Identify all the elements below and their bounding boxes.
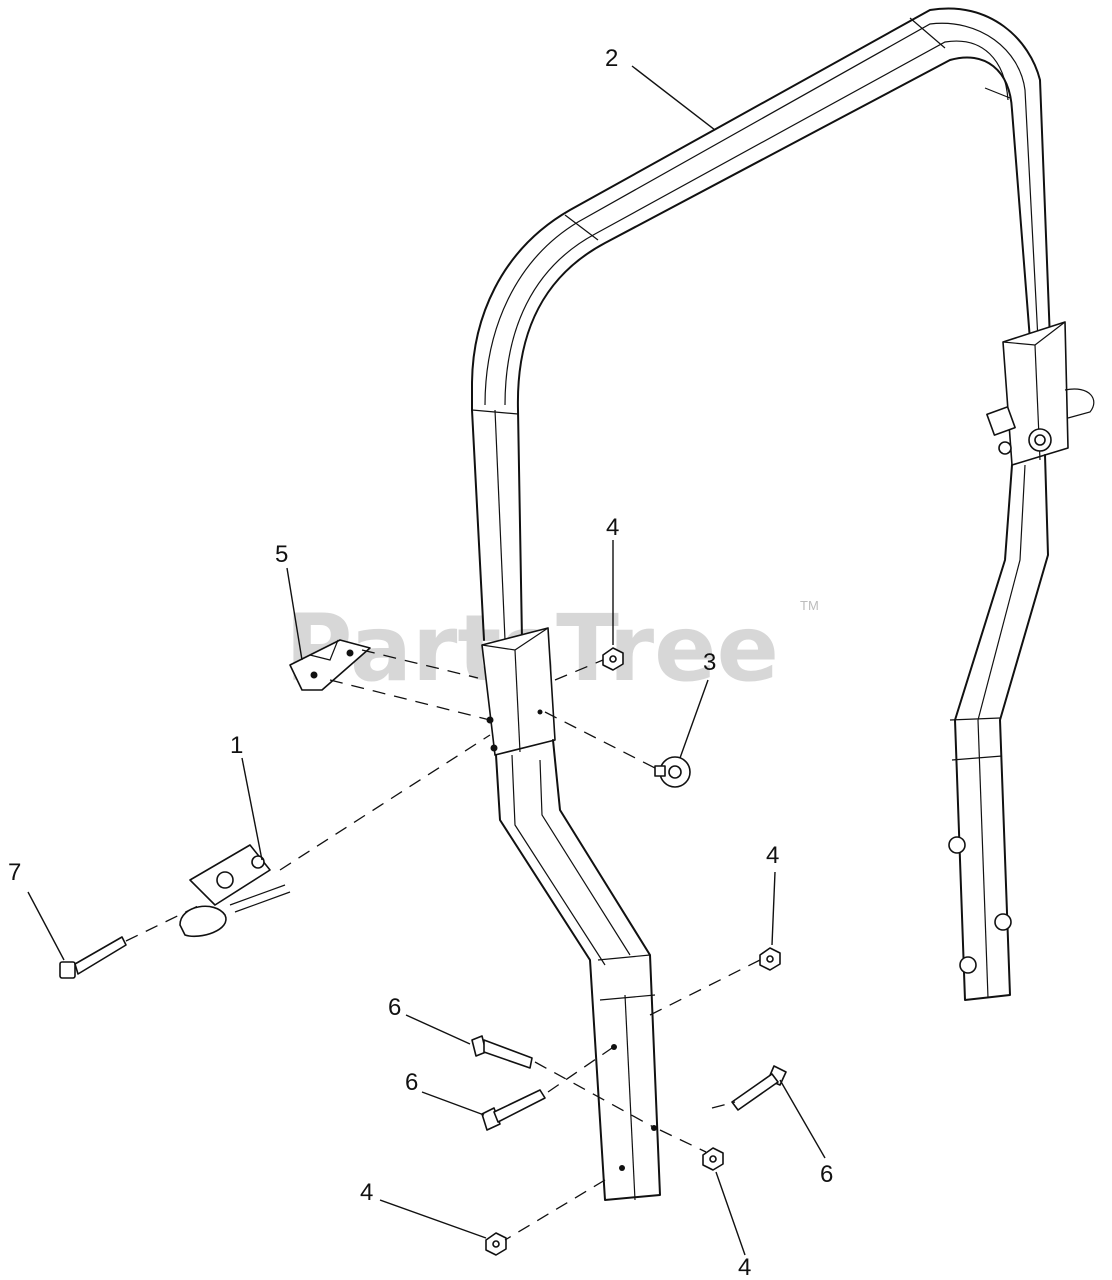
callout-part-4-right: 4 <box>766 842 779 869</box>
assembly-lines <box>125 649 761 1241</box>
bolts-part-6 <box>471 1035 787 1131</box>
knob-part-3 <box>654 756 691 788</box>
callouts: 2 5 4 3 1 7 4 6 6 6 4 4 <box>8 45 833 1280</box>
nuts-part-4 <box>485 647 781 1256</box>
callout-part-6-upper: 6 <box>388 994 401 1021</box>
callout-part-3: 3 <box>703 649 716 676</box>
callout-part-1: 1 <box>230 732 243 759</box>
leader-lines <box>27 65 826 1256</box>
callout-part-6-middle: 6 <box>405 1069 418 1096</box>
callout-part-7: 7 <box>8 859 21 886</box>
callout-part-4-top: 4 <box>606 514 619 541</box>
callout-part-5: 5 <box>275 541 288 568</box>
bolt-part-7 <box>59 936 127 979</box>
roll-bar-frame <box>471 7 1095 1201</box>
callout-part-4-bottom: 4 <box>738 1254 751 1280</box>
pin-assembly-part-1 <box>179 844 291 938</box>
callout-part-4-bottom-left: 4 <box>360 1179 373 1206</box>
callout-part-2: 2 <box>605 45 618 72</box>
watermark-trademark: TM <box>800 598 819 613</box>
callout-part-6-right: 6 <box>820 1161 833 1188</box>
bracket-part-5 <box>289 639 371 691</box>
